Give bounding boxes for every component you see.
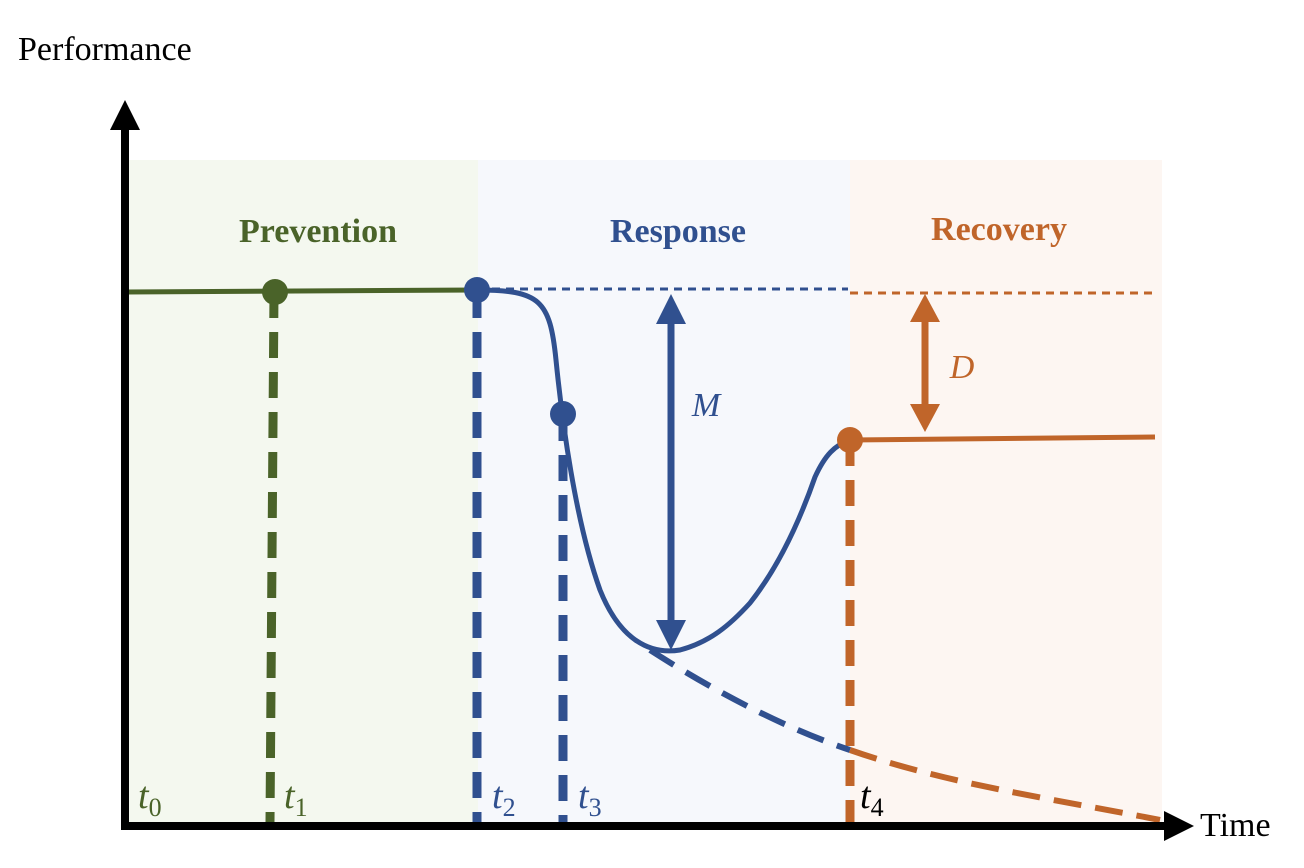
phase-label-response: Response	[610, 213, 746, 250]
phase-label-recovery: Recovery	[931, 211, 1067, 248]
deficit-arrow-head-down	[910, 404, 940, 432]
t0-label: t0	[138, 775, 162, 822]
recovery-curve	[849, 434, 1156, 443]
t2-point	[464, 277, 490, 303]
t1-vertical-dashed	[265, 291, 279, 823]
prevention-phase-bg	[125, 160, 478, 825]
t1-label: t1	[284, 775, 308, 822]
deficit-label: D	[949, 349, 975, 386]
t1-point	[262, 279, 288, 305]
recovery-phase-bg	[850, 160, 1162, 825]
x-axis-label: Time	[1200, 807, 1271, 844]
y-axis-arrowhead	[110, 100, 140, 130]
t2-label: t2	[492, 775, 516, 822]
t4-point	[837, 427, 863, 453]
prevention-curve	[123, 287, 478, 295]
magnitude-label: M	[691, 387, 722, 424]
t3-point	[550, 401, 576, 427]
t3-label: t3	[578, 775, 602, 822]
magnitude-arrow-head-down	[656, 620, 686, 650]
deficit-arrow-head-up	[910, 294, 940, 322]
response-phase-bg	[478, 160, 850, 825]
magnitude-arrow-head-up	[656, 294, 686, 324]
no-recovery-dashed-orange	[849, 747, 1161, 823]
x-axis-arrowhead	[1164, 811, 1194, 841]
t4-label: t4	[860, 775, 884, 822]
y-axis-label: Performance	[18, 31, 192, 68]
phase-label-prevention: Prevention	[239, 213, 397, 250]
